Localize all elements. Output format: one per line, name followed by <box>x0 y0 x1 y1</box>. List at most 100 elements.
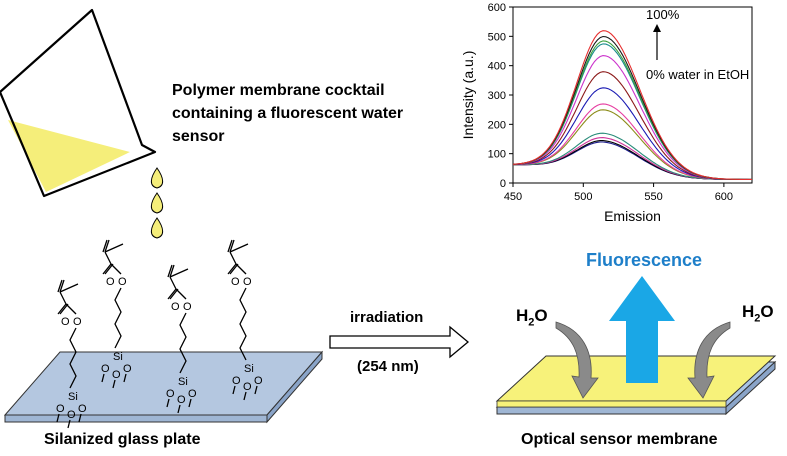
drops <box>150 167 164 239</box>
irradiation-label: irradiation <box>350 309 424 326</box>
spectrum-line <box>512 30 752 180</box>
cocktail-label-line3: sensor <box>172 128 225 145</box>
drop <box>150 217 164 239</box>
membrane-glass-front <box>496 406 727 415</box>
y-axis-label: Intensity (a.u.) <box>460 51 476 140</box>
silicon-label: Si <box>244 363 254 375</box>
propyl-chain <box>239 287 247 361</box>
methoxy-bond <box>112 379 116 389</box>
drop <box>150 167 164 189</box>
x-tick-label: 500 <box>574 191 592 203</box>
glass-plate-side <box>266 350 323 424</box>
oxygen-label: O <box>231 276 240 288</box>
spectrum-line <box>512 43 752 180</box>
oxygen-label: O <box>106 276 115 288</box>
x-tick-label: 550 <box>644 191 662 203</box>
ester-bond <box>235 263 247 275</box>
oxygen-label: O <box>118 276 127 288</box>
spectrum-line <box>512 132 752 181</box>
methoxy-bond <box>232 385 236 395</box>
spectrum-line <box>512 103 752 181</box>
fluorescence-arrow <box>609 276 675 383</box>
beaker-liquid <box>8 120 130 192</box>
methoxy-bond <box>101 373 105 383</box>
oxygen-label: O <box>56 403 65 415</box>
oxygen-label: O <box>232 375 241 387</box>
methoxy-bond <box>56 413 60 423</box>
y-tick-label: 600 <box>488 2 506 14</box>
oxygen-label: O <box>166 388 175 400</box>
oxygen-label: O <box>112 369 121 381</box>
propyl-chain <box>69 327 77 389</box>
propyl-chain <box>114 287 122 349</box>
wavelength-label: (254 nm) <box>357 358 419 375</box>
oxygen-label: O <box>61 316 70 328</box>
annotation-100-percent: 100% <box>646 7 680 22</box>
y-tick-label: 0 <box>500 178 506 190</box>
methoxy-bond <box>67 419 71 429</box>
y-tick-label: 200 <box>488 119 506 131</box>
oxygen-label: O <box>101 363 110 375</box>
methoxy-bond <box>243 391 247 401</box>
vinyl-bond <box>227 239 235 253</box>
x-tick-label: 600 <box>715 191 733 203</box>
methoxy-bond <box>254 385 258 395</box>
oxygen-label: O <box>73 316 82 328</box>
membrane-yellow-front <box>496 400 727 408</box>
trend-arrow-head <box>653 24 661 32</box>
glass-plate-front <box>4 414 268 423</box>
ester-bond <box>110 263 122 275</box>
water-arrow-left <box>555 321 599 399</box>
y-tick-label: 500 <box>488 31 506 43</box>
beaker-outline <box>0 8 157 198</box>
methoxy-bond <box>188 398 192 408</box>
vinyl-bond <box>102 239 110 253</box>
fluorescence-label: Fluorescence <box>586 250 703 270</box>
beaker <box>0 8 157 198</box>
y-tick-label: 100 <box>488 149 506 161</box>
x-axis-label: Emission <box>604 208 661 224</box>
drop <box>150 192 164 214</box>
cocktail-label-line1: Polymer membrane cocktail <box>172 82 385 99</box>
membrane-glass-side <box>725 360 776 416</box>
annotation-0-percent: 0% water in EtOH <box>646 67 749 82</box>
oxygen-label: O <box>123 363 132 375</box>
vinyl-bond <box>167 264 175 278</box>
propyl-chain <box>179 312 187 374</box>
silicon-label: Si <box>113 351 123 363</box>
water-label-left: H2O <box>516 306 548 329</box>
oxygen-label: O <box>188 388 197 400</box>
oxygen-label: O <box>243 276 252 288</box>
oxygen-label: O <box>78 403 87 415</box>
oxygen-label: O <box>254 375 263 387</box>
glass-plate <box>3 350 324 424</box>
silicon-label: Si <box>68 391 78 403</box>
methoxy-bond <box>123 373 127 383</box>
glass-plate-label: Silanized glass plate <box>44 431 201 448</box>
y-tick-label: 300 <box>488 90 506 102</box>
oxygen-label: O <box>67 409 76 421</box>
plot-frame <box>512 6 753 184</box>
oxygen-label: O <box>243 381 252 393</box>
methoxy-bond <box>78 413 82 423</box>
ester-bond <box>65 303 77 315</box>
silicon-label: Si <box>178 376 188 388</box>
spectrum-line <box>512 109 752 181</box>
cocktail-label-line2: containing a fluorescent water <box>172 105 404 122</box>
irradiation-arrow <box>329 325 470 359</box>
glass-plate-top <box>3 351 324 416</box>
methoxy-bond <box>166 398 170 408</box>
water-arrow-right <box>687 321 731 399</box>
optical-membrane-label: Optical sensor membrane <box>521 431 718 448</box>
vinyl-bond <box>57 279 65 293</box>
ester-bond <box>175 288 187 300</box>
oxygen-label: O <box>183 301 192 313</box>
oxygen-label: O <box>177 394 186 406</box>
